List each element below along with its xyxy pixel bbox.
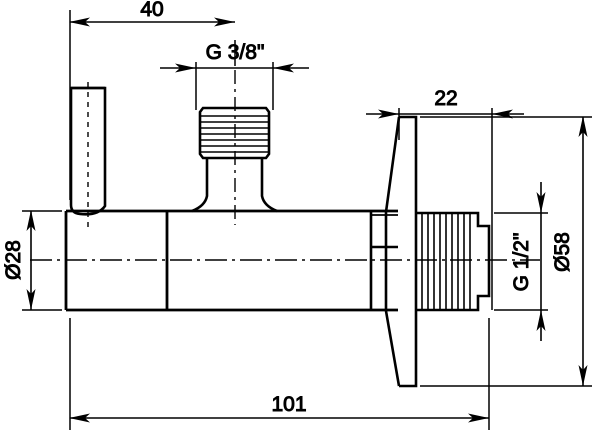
- dimension-g12: G 1/2": [494, 182, 548, 341]
- outlet-neck: [191, 158, 278, 213]
- dimension-label-g12: G 1/2": [510, 233, 533, 292]
- dimension-g38: G 3/8": [160, 41, 309, 110]
- dimension-label-40: 40: [140, 0, 163, 21]
- body-shoulder: [369, 211, 398, 310]
- dimension-40: 40: [69, 0, 236, 200]
- dimension-label-g38: G 3/8": [206, 41, 265, 64]
- dimension-label-101: 101: [271, 393, 306, 416]
- dimension-101: 101: [69, 318, 490, 430]
- dimension-label-d28: Ø28: [2, 240, 25, 280]
- center-axes: [30, 70, 540, 261]
- dimension-22: 22: [366, 87, 524, 310]
- dimension-d58: Ø58: [420, 116, 592, 387]
- side-inlet-thread: [416, 211, 491, 312]
- dimension-label-d58: Ø58: [551, 232, 574, 272]
- flange-rosette: [384, 115, 418, 388]
- handle-stem: [69, 86, 107, 216]
- dimension-label-22: 22: [434, 87, 457, 110]
- dimension-d28: Ø28: [2, 210, 62, 311]
